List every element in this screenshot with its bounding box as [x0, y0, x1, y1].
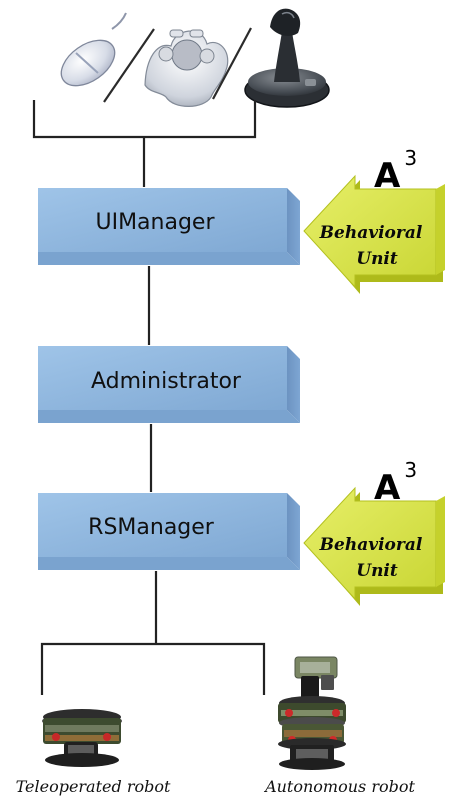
behavioral-unit-bottom-line2: Unit — [356, 561, 398, 581]
device-separator-1 — [103, 28, 155, 103]
administrator-label: Administrator — [91, 369, 242, 394]
behavioral-unit-top-line2: Unit — [356, 249, 398, 269]
gamepad-icon — [144, 29, 229, 107]
rsmanager-module: RSManager — [38, 493, 300, 570]
mouse-icon — [60, 12, 127, 87]
teleoperated-robot-caption: Teleoperated robot — [16, 777, 171, 796]
device-bracket — [32, 100, 257, 139]
autonomous-robot-caption: Autonomous robot — [263, 777, 415, 796]
device-separator-2 — [212, 27, 252, 100]
robot-bracket — [40, 642, 266, 695]
joystick-icon — [244, 8, 330, 108]
behavioral-unit-top-line1: Behavioral — [319, 223, 423, 243]
input-devices — [60, 8, 330, 108]
uimanager-label: UIManager — [95, 210, 215, 235]
rsmanager-label: RSManager — [88, 515, 215, 540]
autonomous-robot-icon — [278, 656, 346, 770]
uimanager-module: UIManager — [38, 188, 300, 265]
administrator-module: Administrator — [38, 346, 300, 423]
teleoperated-robot-icon — [42, 709, 122, 767]
behavioral-unit-bottom-line1: Behavioral — [319, 535, 423, 555]
